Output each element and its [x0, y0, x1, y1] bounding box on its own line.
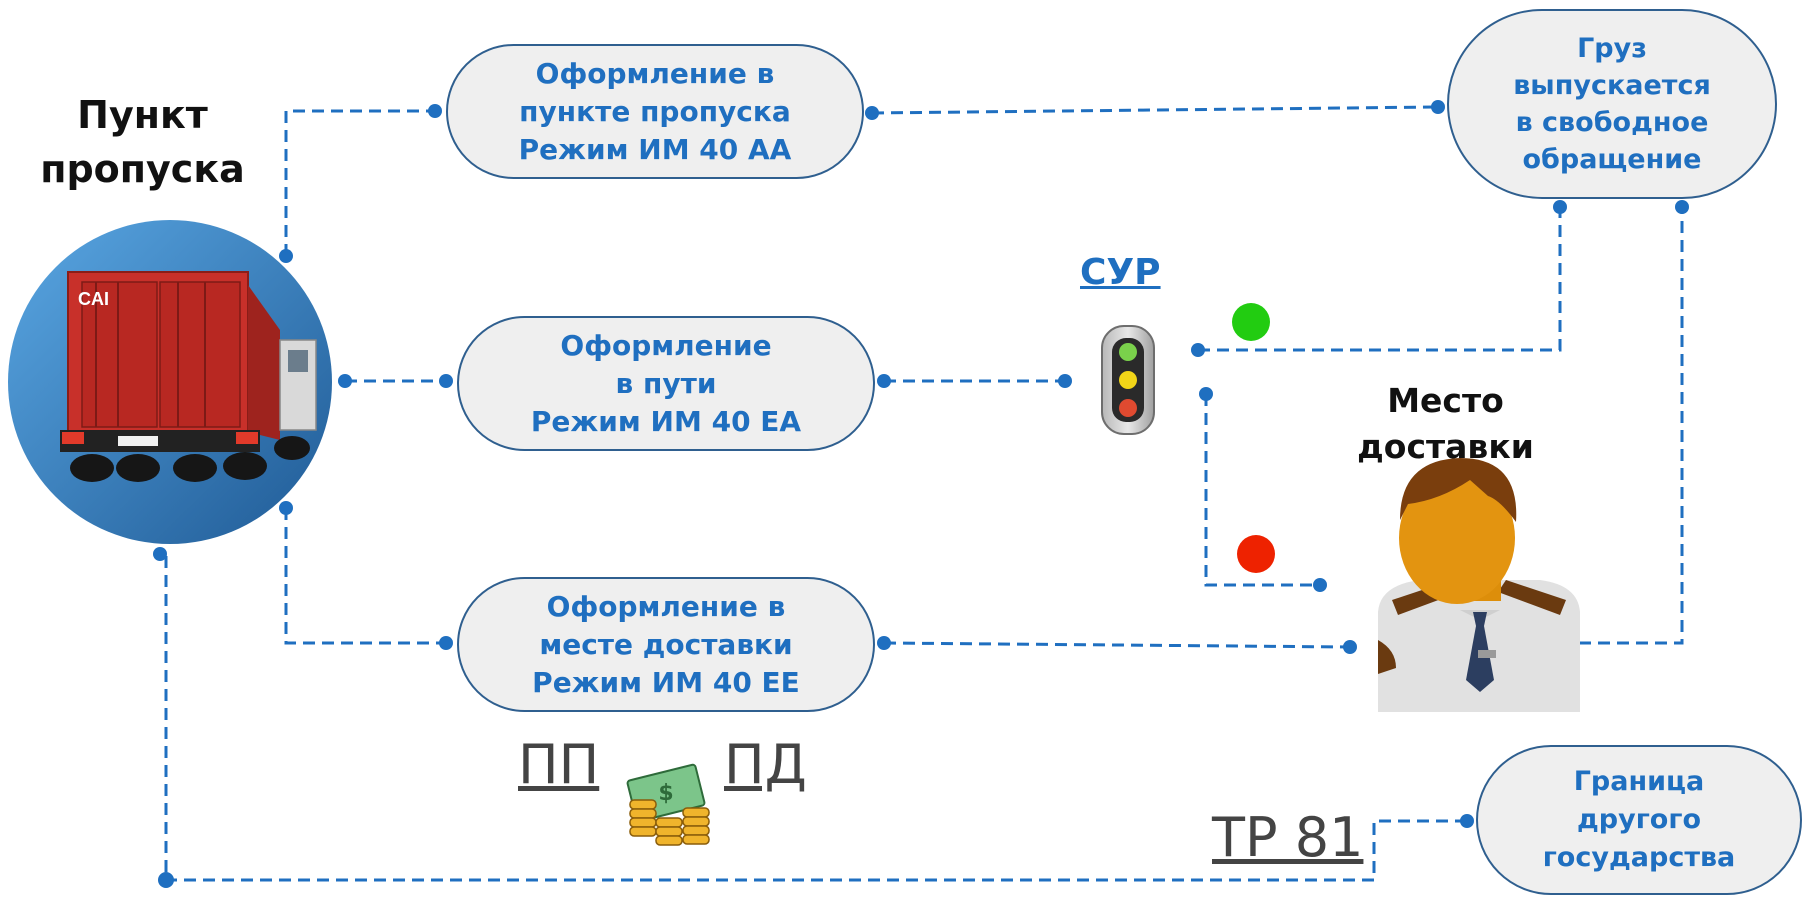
connector-dot: [1199, 387, 1213, 401]
box-free-circulation-label: Груз выпускается в свободное обращение: [1513, 33, 1711, 175]
truck-illustration: CAI: [8, 220, 332, 544]
payment-right-label: ПД: [724, 733, 807, 796]
connector-dot: [439, 374, 453, 388]
box-delivery-clearance: Оформление в месте доставки Режим ИМ 40 …: [457, 577, 875, 712]
connector-dot: [1431, 100, 1445, 114]
connector-dot: [1343, 640, 1357, 654]
payment-left-label: ПП: [518, 733, 600, 796]
svg-text:$: $: [658, 781, 673, 806]
connector-border-to-checkpoint: [164, 554, 1467, 882]
money-icon: $: [626, 763, 710, 846]
connector-dot: [1460, 814, 1474, 828]
connector-officer-to-free-circulation: [1560, 207, 1684, 645]
connector-dot: [877, 636, 891, 650]
connector-dot: [865, 106, 879, 120]
delivery-place-title: Место доставки: [1357, 381, 1534, 466]
transit-form-label: ТР 81: [1212, 806, 1364, 869]
connector-dot: [1675, 200, 1689, 214]
connector-checkpoint-to-box1: [284, 109, 435, 256]
box-checkpoint-clearance-label: Оформление в пункте пропуска Режим ИМ 40…: [518, 56, 792, 166]
box-transit-clearance-label: Оформление в пути Режим ИМ 40 ЕА: [530, 328, 802, 438]
connector-dot: [338, 374, 352, 388]
svg-text:CAI: CAI: [78, 289, 109, 309]
connector-dot: [1553, 200, 1567, 214]
box-transit-clearance: Оформление в пути Режим ИМ 40 ЕА: [457, 316, 875, 451]
connector-dot: [877, 374, 891, 388]
connector-dot: [439, 636, 453, 650]
box-checkpoint-clearance: Оформление в пункте пропуска Режим ИМ 40…: [446, 44, 864, 179]
connector-box3-to-officer: [883, 641, 1351, 649]
box-other-border: Граница другого государства: [1476, 745, 1802, 895]
connector-red-to-delivery: [1204, 394, 1320, 587]
connector-dot: [279, 501, 293, 515]
connector-dot: [279, 249, 293, 263]
connector-dot: [1058, 374, 1072, 388]
connector-box1-to-free-circulation: [871, 105, 1439, 115]
box-free-circulation: Груз выпускается в свободное обращение: [1447, 9, 1777, 199]
connector-dot: [1313, 578, 1327, 592]
checkpoint-title: Пункт пропуска: [40, 93, 245, 191]
connector-green-to-free-circulation: [1198, 207, 1562, 352]
connector-dot: [428, 104, 442, 118]
customs-officer-icon: [1378, 458, 1580, 712]
green-light-icon: [1232, 303, 1270, 341]
box-delivery-clearance-label: Оформление в месте доставки Режим ИМ 40 …: [532, 589, 800, 699]
red-light-icon: [1237, 535, 1275, 573]
traffic-light-icon: [1101, 325, 1155, 435]
connector-checkpoint-to-box3: [284, 508, 446, 645]
connector-dot: [1191, 343, 1205, 357]
box-other-border-label: Граница другого государства: [1542, 766, 1736, 873]
connector-dot: [158, 872, 174, 888]
risk-system-label: СУР: [1080, 252, 1161, 293]
connector-dot: [153, 547, 167, 561]
